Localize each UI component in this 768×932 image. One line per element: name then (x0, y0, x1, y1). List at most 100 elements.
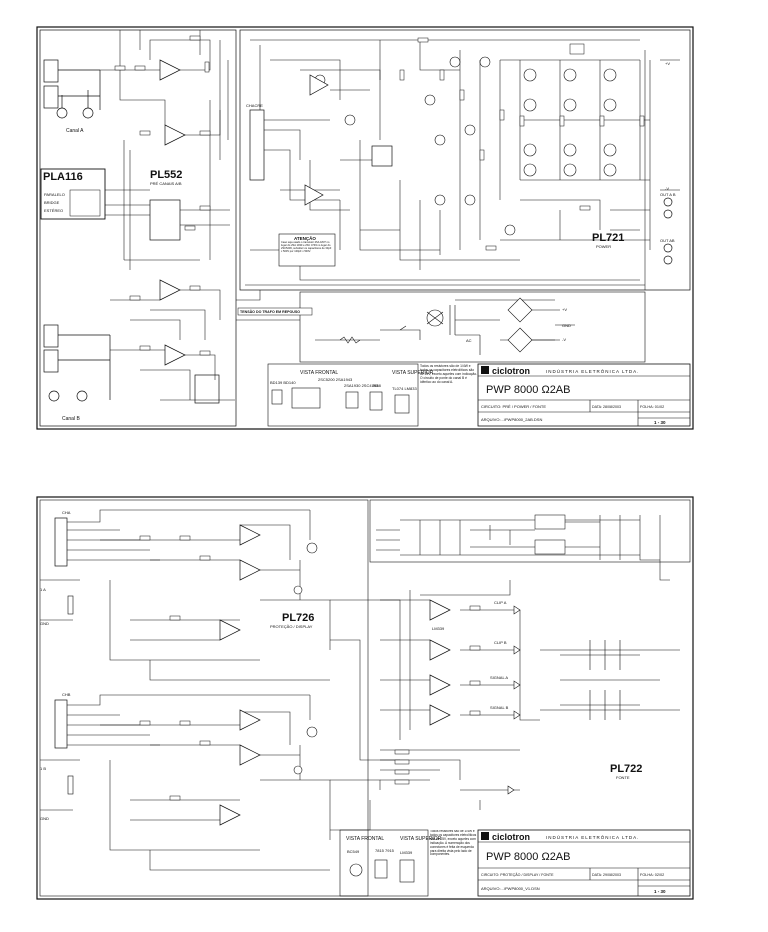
pl726-opamps (219, 524, 451, 826)
titleblock-2-product-name: PWP 8000 (486, 851, 538, 863)
titleblock-1-product-name: PWP 8000 (486, 384, 538, 396)
pl726-resistors (139, 535, 481, 801)
cha-label: CHA (62, 510, 71, 515)
pl721-frame (239, 29, 691, 291)
bridge-label: BRIDGE (44, 200, 60, 205)
titleblock-2-company: INDÚSTRIA ELETRÔNICA LTDA. (546, 834, 639, 840)
pl722-top-frame (369, 499, 691, 563)
chb-label: CHB (62, 692, 71, 697)
titleblock-1-data: DATA: 28/08/2003 (592, 405, 621, 409)
supply-ac: AC (466, 338, 472, 343)
sheet-1-frame (36, 26, 694, 430)
titleblock-2-product: PWP 8000 Ω2AB (486, 851, 570, 863)
trafo-label: TENSÃO DO TRAFO EM REPOUSO (240, 309, 300, 314)
pl552-title: PL552 (150, 169, 182, 181)
titleblock-2-arquivo: ARQUIVO:...\PWP8000_V1.DSN (481, 886, 540, 891)
sheet1-note: Todos os resistores são de 1/4W e todos … (420, 364, 478, 384)
paralelo-label: PARALELO (44, 192, 65, 197)
chacre-label: CHACRE (246, 103, 263, 108)
v-minus-label: -V (665, 186, 669, 191)
titleblock-1-folha: FOLHA: 01/02 (640, 405, 664, 409)
signal-a-label: SIGNAL A (490, 675, 508, 680)
in-a-label: 1 A (40, 587, 46, 592)
pl726-title: PL726 (282, 612, 314, 624)
pl552-frame (39, 29, 237, 427)
in-b-label: 1 B (40, 766, 46, 771)
component-symbols (271, 387, 410, 414)
titleblock-2-rev: 1 - 30 (654, 889, 666, 894)
component-views-2 (339, 829, 429, 897)
lm339-label: LM339 (432, 626, 445, 631)
titleblock-2-omega: Ω (541, 851, 549, 863)
canal-a-jacks (43, 59, 101, 119)
component-1: BD139 BD140 (270, 380, 296, 385)
signal-b-label: SIGNAL B (490, 705, 509, 710)
titleblock-2-circuito: CIRCUITO: PROTEÇÃO / DISPLAY / FONTE (481, 872, 554, 877)
titleblock-2-suffix: 2AB (550, 851, 571, 863)
clip-a-label: CLIP A (494, 600, 507, 605)
pla116-block (40, 168, 106, 220)
pl721-ics (304, 74, 393, 206)
titleblock-1 (477, 363, 691, 427)
pl726-transistors (293, 542, 318, 775)
pl726-frame (39, 499, 369, 897)
vista-superior-2-label: VISTA SUPERIOR (400, 836, 442, 842)
component-2-3: LM339 (400, 850, 413, 855)
titleblock-2-folha: FOLHA: 02/02 (640, 873, 664, 877)
chb-connector (54, 699, 68, 749)
titleblock-1-rev: 1 - 30 (654, 420, 666, 425)
titleblock-2 (477, 829, 691, 897)
estereo-label: ESTÉREO (44, 208, 63, 213)
titleblock-2-data: DATA: 29/08/2003 (592, 873, 621, 877)
clip-b-label: CLIP B (494, 640, 507, 645)
component-2-2: 7815 7915 (375, 848, 395, 853)
titleblock-1-brand: ciclotron (492, 366, 530, 376)
trafo-box (237, 307, 313, 316)
component-2-1: BC549 (347, 849, 360, 854)
component-symbols-2 (349, 859, 415, 883)
component-5: TL074 LM833 (392, 386, 417, 391)
vista-superior-label: VISTA SUPERIOR (392, 370, 434, 376)
note-2-wrap: Todos resistores são de 1/4W e todos os … (430, 830, 477, 857)
pl721-transistors (314, 56, 617, 236)
canal-a-label: Canal A (66, 128, 84, 134)
supply-frame (299, 291, 646, 363)
pl721-subtitle: POWER (596, 244, 611, 249)
pl552-resistors (114, 35, 211, 356)
pl722-caps (540, 640, 680, 720)
leds (507, 605, 521, 795)
supply-v-minus: -V (562, 337, 566, 342)
titleblock-1-product: PWP 8000 Ω2AB (486, 384, 570, 396)
attention-body: Caso seja usado o transistor 2SA 1837 no… (281, 241, 332, 253)
note-wrap: Todos os resistores são de 1/4W e todos … (420, 364, 478, 384)
supply-circuit (315, 297, 575, 355)
titleblock-1-circuito: CIRCUITO: PRÉ / POWER / FONTE (481, 404, 546, 409)
sheet2-note: Todos resistores são de 1/4W e todos os … (430, 830, 477, 857)
pl726-wiring (40, 509, 540, 871)
pl722-regulators (376, 514, 670, 581)
pl726-subtitle: PROTEÇÃO / DISPLAY (270, 624, 313, 629)
v-plus-label: +V (665, 61, 670, 66)
component-3: 2SA1930 2SC4793 (344, 383, 379, 388)
sheet-2: CHA CHB 1 A GND 1 B GND (36, 496, 694, 900)
gnd-a-label: GND (40, 621, 49, 626)
pl721-wiring (245, 39, 680, 290)
vista-frontal-2-label: VISTA FRONTAL (346, 836, 384, 842)
output-terminals (663, 197, 673, 265)
attention-title: ATENÇÃO (294, 235, 316, 241)
vista-frontal-label: VISTA FRONTAL (300, 370, 338, 376)
supply-v-plus: +V (562, 307, 567, 312)
titleblock-1-arquivo: ARQUIVO:...\PWP8000_2AB.DSN (481, 417, 542, 422)
input-pots (67, 595, 74, 795)
out-ab-label: OUT AB (660, 238, 675, 243)
component-4: 4558 (372, 383, 382, 388)
pl721-resistors (399, 37, 645, 251)
pl552-subtitle: PRÉ CANAIS A/B (150, 181, 182, 186)
canal-b-label: Canal B (62, 416, 80, 422)
pl722-title: PL722 (610, 763, 642, 775)
titleblock-1-company: INDÚSTRIA ELETRÔNICA LTDA. (546, 368, 639, 374)
pl722-subtitle: FONTE (616, 775, 630, 780)
supply-gnd: GND (562, 323, 571, 328)
sheet-2-frame (36, 496, 694, 900)
